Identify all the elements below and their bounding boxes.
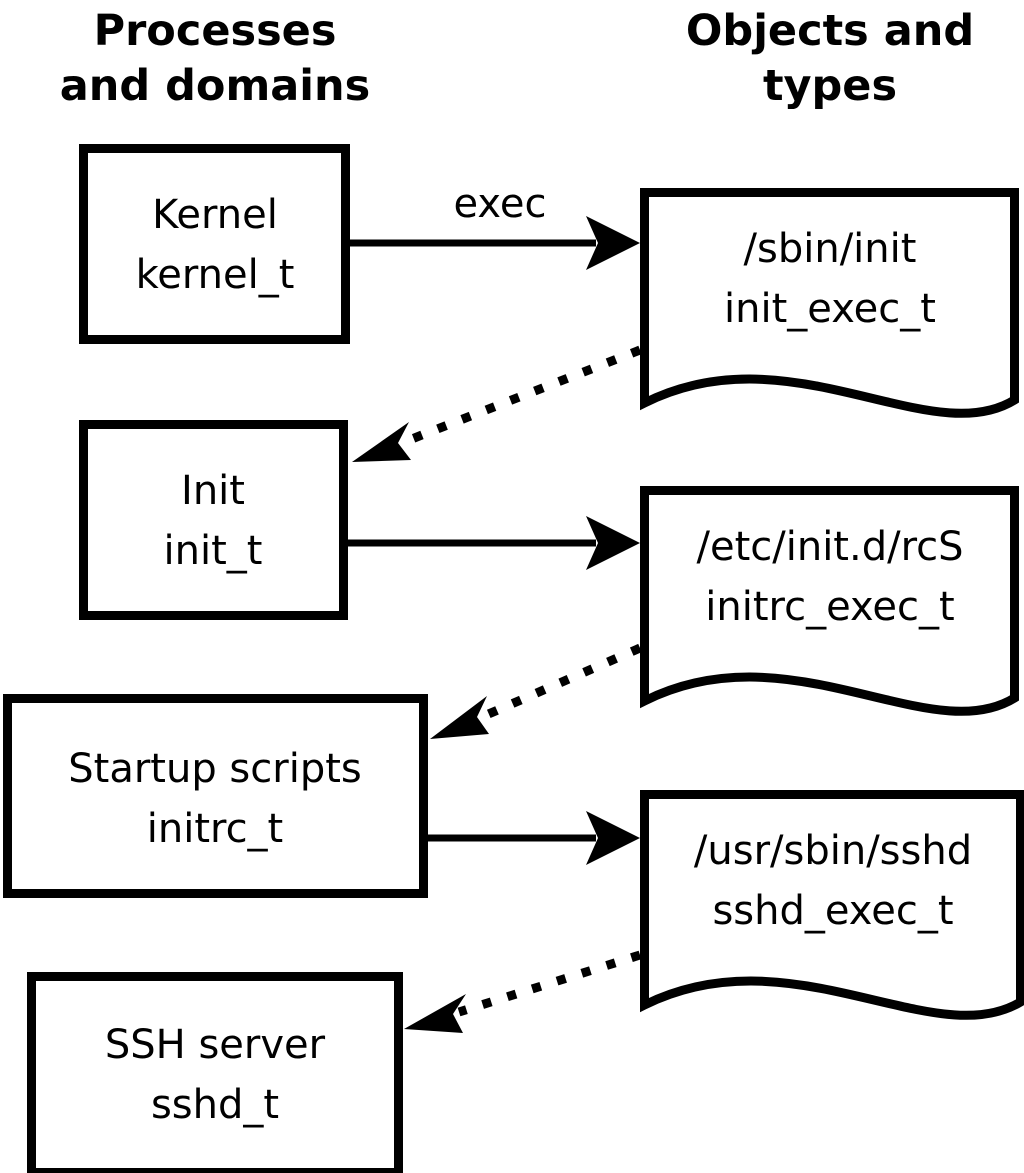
edge-kernel-exec-sbin-init: exec <box>350 181 640 270</box>
process-node-init-line2: init_t <box>164 528 263 574</box>
object-node-sbin-init-shape[interactable] <box>640 188 1019 418</box>
process-node-startup-scripts-box[interactable] <box>3 694 428 898</box>
process-node-init-box[interactable] <box>79 420 348 620</box>
process-node-kernel-box[interactable] <box>79 144 350 344</box>
object-node-etc-initd-rcs-line2: initrc_exec_t <box>705 584 954 630</box>
object-node-sbin-init-line2: init_exec_t <box>724 286 936 332</box>
edge-usr-sbin-sshd-transition-line <box>457 950 642 1017</box>
edge-etc-initd-rcs-transition-arrowhead <box>430 696 489 739</box>
column-header-objects-line1: Objects and <box>686 6 974 56</box>
object-node-usr-sbin-sshd-shape[interactable] <box>640 790 1024 1020</box>
process-node-kernel-line1: Kernel <box>152 192 278 238</box>
process-node-kernel[interactable]: Kernel kernel_t <box>79 144 350 344</box>
column-header-objects-line2: types <box>763 61 897 111</box>
process-node-kernel-line2: kernel_t <box>136 252 295 298</box>
process-node-ssh-server-box[interactable] <box>27 972 403 1173</box>
process-node-init[interactable]: Init init_t <box>79 420 348 620</box>
object-node-usr-sbin-sshd-line2: sshd_exec_t <box>712 888 953 934</box>
edge-label-exec: exec <box>454 181 547 227</box>
edge-usr-sbin-sshd-transition-arrowhead <box>404 994 466 1033</box>
edge-etc-initd-rcs-transition-startup-scripts <box>430 643 642 739</box>
edge-sbin-init-transition-arrowhead <box>352 422 411 462</box>
object-node-etc-initd-rcs-line1: /etc/init.d/rcS <box>696 524 963 570</box>
edge-sbin-init-transition-init <box>352 345 642 462</box>
object-node-etc-initd-rcs[interactable]: /etc/init.d/rcS initrc_exec_t <box>640 486 1019 716</box>
edge-init-exec-etc-initd-rcs <box>348 516 640 570</box>
process-node-startup-scripts-line1: Startup scripts <box>68 746 361 792</box>
edge-startup-scripts-exec-arrowhead <box>586 811 640 865</box>
process-node-ssh-server[interactable]: SSH server sshd_t <box>27 972 403 1173</box>
process-node-ssh-server-line2: sshd_t <box>151 1082 279 1128</box>
edge-init-exec-arrowhead <box>586 516 640 570</box>
object-node-sbin-init-line1: /sbin/init <box>744 226 917 272</box>
object-node-sbin-init[interactable]: /sbin/init init_exec_t <box>640 188 1019 418</box>
process-node-startup-scripts[interactable]: Startup scripts initrc_t <box>3 694 428 898</box>
object-node-usr-sbin-sshd-line1: /usr/sbin/sshd <box>694 828 972 874</box>
edge-startup-scripts-exec-usr-sbin-sshd <box>428 811 640 865</box>
edge-sbin-init-transition-line <box>402 345 642 447</box>
edge-etc-initd-rcs-transition-line <box>482 643 642 721</box>
process-node-ssh-server-line1: SSH server <box>105 1022 326 1068</box>
process-node-startup-scripts-line2: initrc_t <box>147 806 284 852</box>
process-node-init-line1: Init <box>181 468 245 514</box>
edge-kernel-exec-arrowhead <box>586 216 640 270</box>
column-header-objects: Objects and types <box>686 6 974 111</box>
edge-usr-sbin-sshd-transition-ssh-server <box>404 950 642 1033</box>
column-header-processes-line1: Processes <box>94 6 337 56</box>
column-header-processes: Processes and domains <box>60 6 370 111</box>
object-node-etc-initd-rcs-shape[interactable] <box>640 486 1019 716</box>
column-header-processes-line2: and domains <box>60 61 370 111</box>
object-node-usr-sbin-sshd[interactable]: /usr/sbin/sshd sshd_exec_t <box>640 790 1024 1020</box>
